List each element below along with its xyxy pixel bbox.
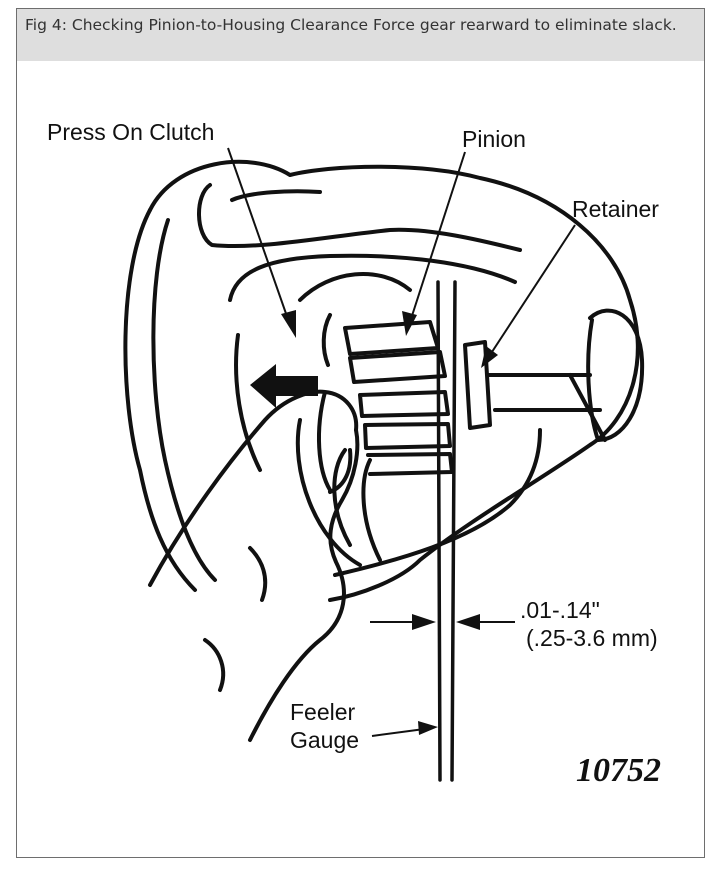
housing-inner-rim	[228, 253, 517, 302]
leader-press-on-clutch	[227, 147, 291, 326]
pinion-gear	[343, 320, 440, 356]
figure-number: 10752	[576, 752, 661, 789]
clutch-face	[298, 272, 412, 302]
leader-pinion	[409, 151, 466, 323]
figure-caption: Fig 4: Checking Pinion-to-Housing Cleara…	[17, 9, 704, 61]
force-arrow	[250, 364, 318, 408]
arrowhead-press-on-clutch	[281, 310, 296, 338]
arrowhead-pinion	[402, 311, 417, 336]
label-press-on-clutch: Press On Clutch	[47, 119, 214, 145]
hand-outline	[148, 389, 359, 587]
arrowhead-clearance-right	[456, 614, 480, 630]
label-pinion: Pinion	[462, 126, 526, 152]
arrowhead-clearance-left	[412, 614, 436, 630]
housing-top-boss	[197, 183, 522, 252]
label-clearance-mm: (.25-3.6 mm)	[526, 625, 658, 651]
arrowhead-retainer	[481, 346, 498, 368]
housing-end-cap	[588, 308, 645, 442]
leader-retainer	[487, 224, 576, 359]
arrowhead-feeler	[418, 721, 438, 735]
label-gauge: Gauge	[290, 727, 359, 753]
label-retainer: Retainer	[572, 196, 659, 222]
feeler-gauge-blade	[436, 280, 442, 782]
thumb-outline	[317, 390, 332, 492]
label-feeler: Feeler	[290, 699, 356, 725]
label-clearance-inches: .01-.14"	[520, 597, 600, 623]
